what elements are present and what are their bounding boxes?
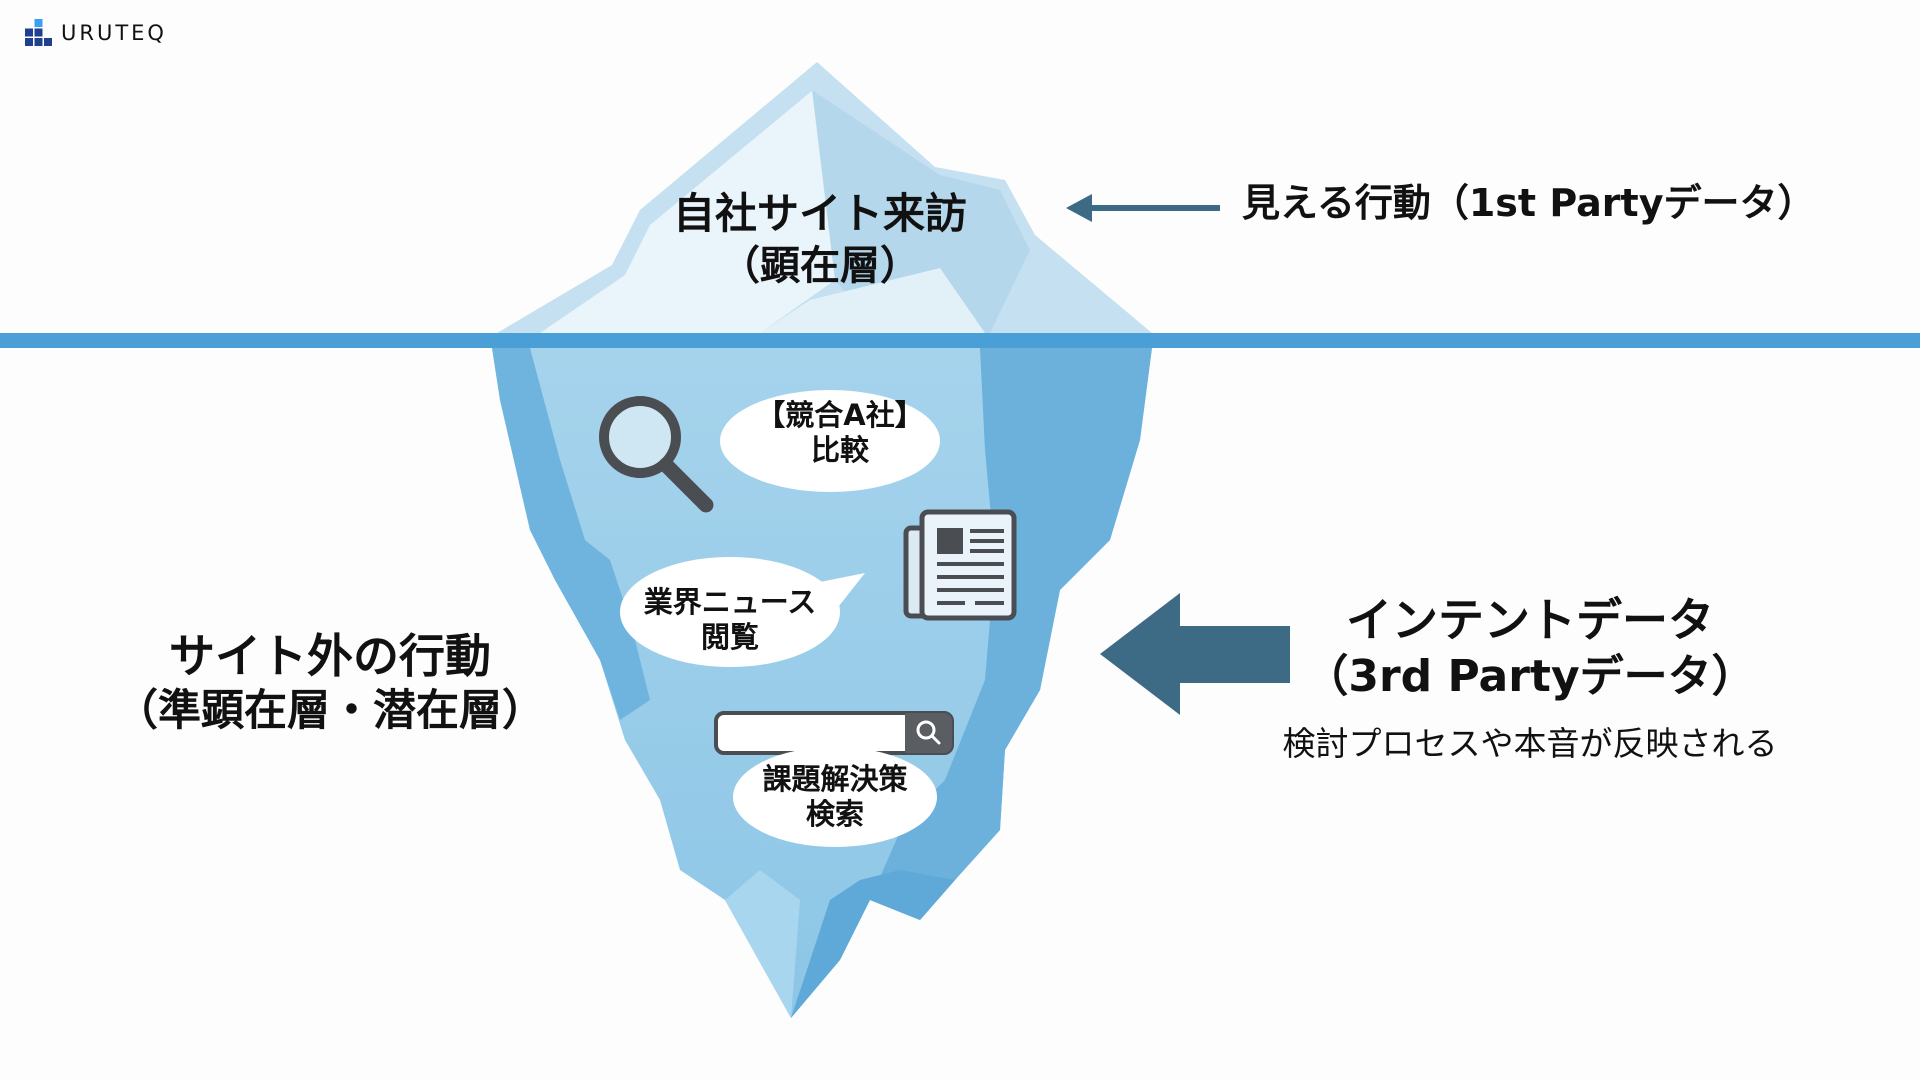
- first-party-label: 見える行動（1st Partyデータ）: [1242, 181, 1816, 225]
- search-bar-icon: [714, 711, 954, 755]
- bubble-line: 比較: [810, 433, 869, 468]
- magnifier-icon: [599, 396, 714, 513]
- speech-bubble-competitor: [720, 390, 940, 492]
- brand-name: URUTEQ: [61, 20, 167, 45]
- bubble-news-text: 業界ニュース 閲覧: [610, 585, 850, 656]
- visible-layer-title: 自社サイト来訪: [672, 189, 967, 238]
- brand-logo: URUTEQ: [25, 19, 167, 46]
- speech-bubble-news: [620, 557, 865, 667]
- iceberg-tip: [497, 62, 1152, 333]
- bubble-line: 業界ニュース: [643, 585, 817, 619]
- hidden-layer-title: サイト外の行動: [169, 629, 491, 683]
- bubble-search-text: 課題解決策 検索: [715, 762, 955, 833]
- newspaper-icon: [903, 509, 1017, 621]
- intent-data-description: 検討プロセスや本音が反映される: [1282, 724, 1778, 763]
- bubble-line: 課題解決策: [762, 762, 908, 796]
- left-arrow-bold-icon: [1100, 593, 1290, 715]
- bubble-line: 検索: [805, 797, 864, 832]
- hidden-layer-subtitle: （準顕在層・潜在層）: [115, 686, 545, 736]
- visible-layer-subtitle: （顕在層）: [720, 243, 920, 289]
- stacked-blocks-logo-icon: [25, 19, 52, 46]
- bubble-competitor-text: 【競合A社】 比較: [720, 398, 960, 469]
- intent-data-subtitle: （3rd Partyデータ）: [1304, 651, 1756, 702]
- left-arrow-thin-icon: [1066, 194, 1220, 222]
- intent-data-title: インテントデータ: [1346, 593, 1714, 647]
- speech-bubble-search: [733, 747, 937, 847]
- bubble-line: 閲覧: [700, 620, 759, 655]
- bubble-line: 【競合A社】: [756, 398, 924, 432]
- waterline: [0, 333, 1920, 348]
